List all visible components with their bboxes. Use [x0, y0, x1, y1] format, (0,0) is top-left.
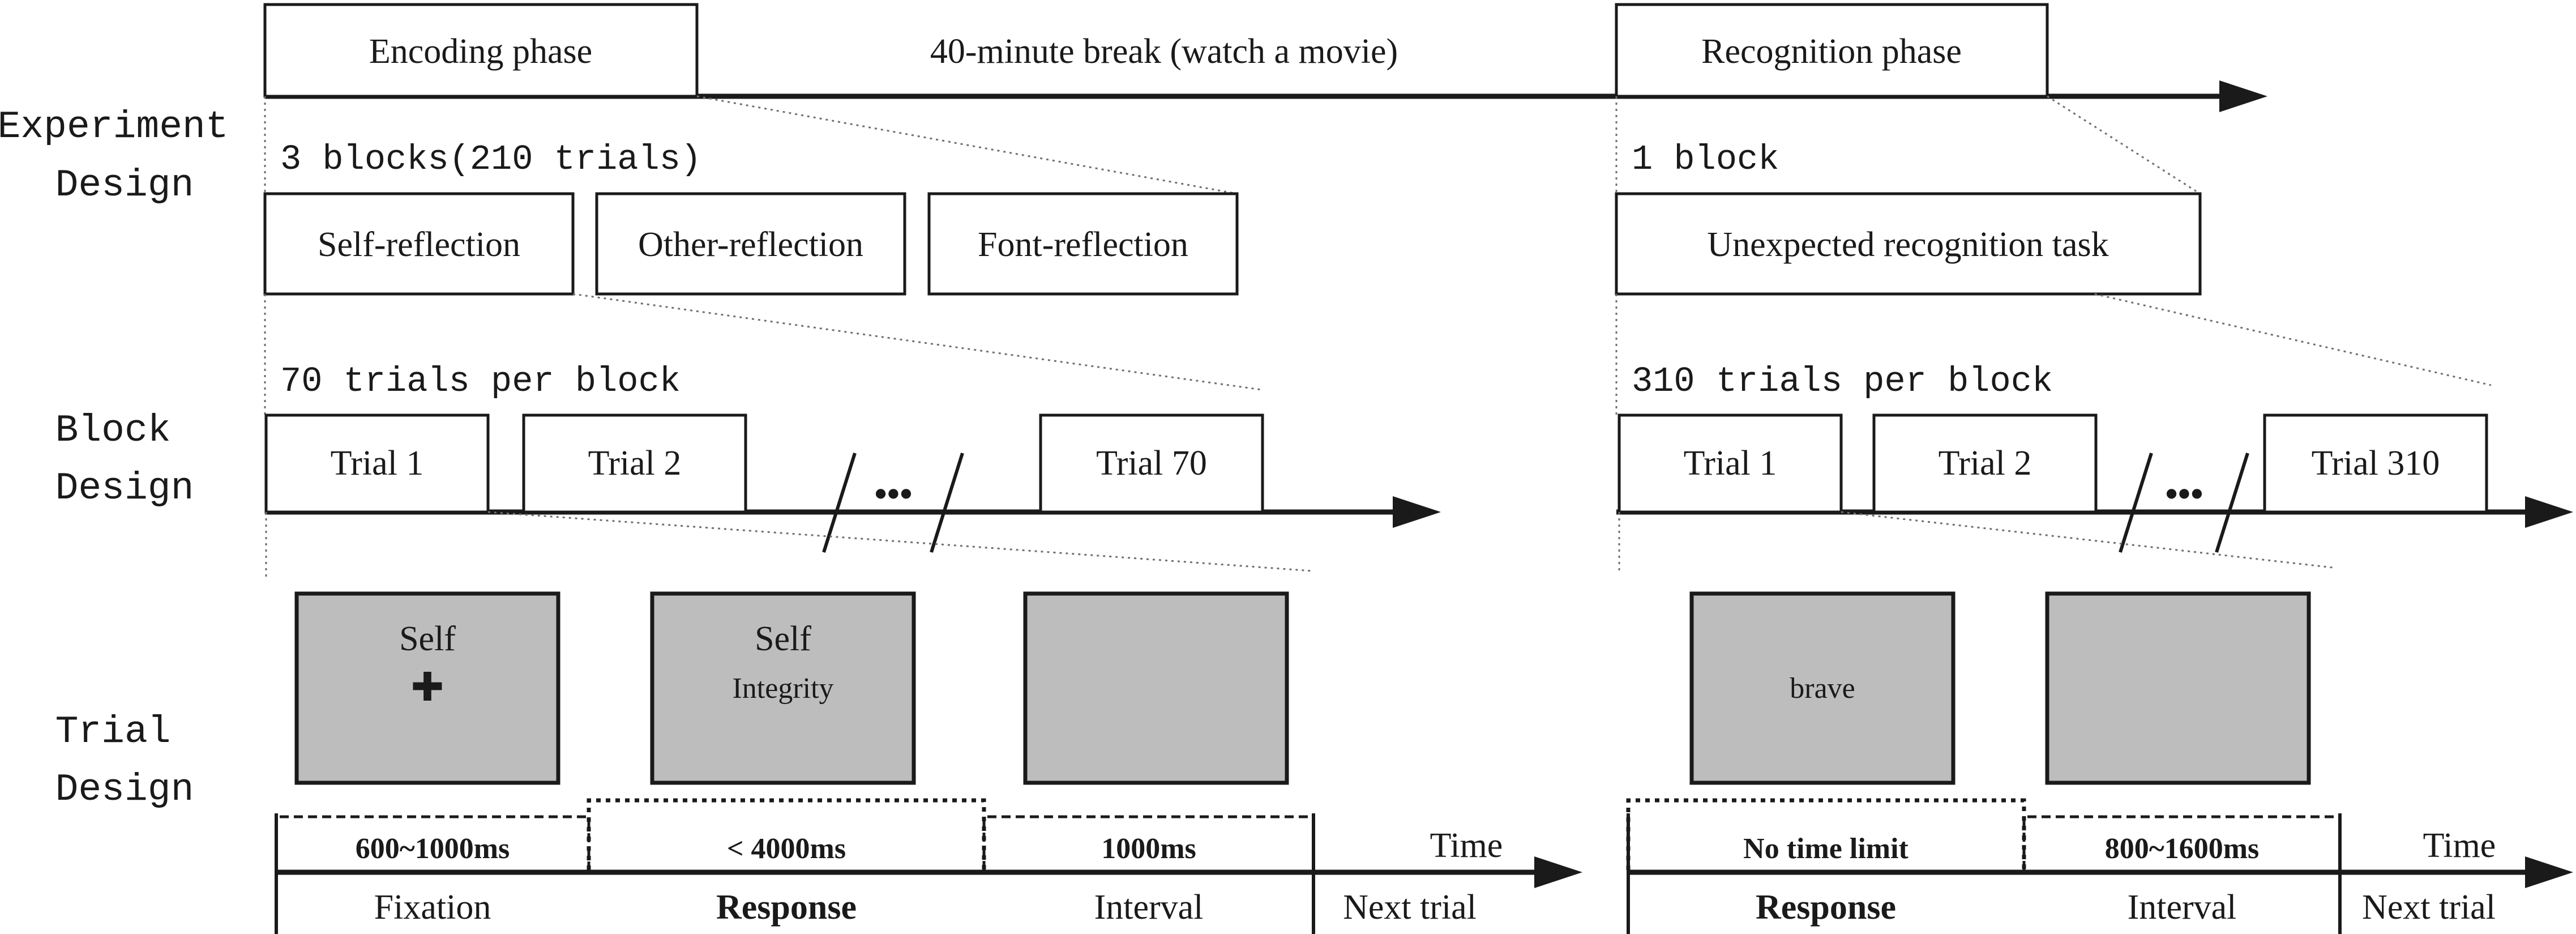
fixation-screen-word: Self [399, 620, 456, 658]
recognition-trials-note: 310 trials per block [1632, 361, 2053, 402]
recognition-interval-screen [2045, 591, 2311, 785]
section-label-block: Block Design [55, 409, 194, 510]
recognition-response-duration: No time limit [1743, 833, 1909, 865]
guide-line [572, 293, 1262, 391]
recognition-response-phase-label: Response [1756, 888, 1896, 927]
interval-duration: 1000ms [1101, 833, 1196, 865]
recognition-trial-1-box [1618, 413, 1843, 514]
guide-line [1841, 511, 2333, 569]
recognition-trial-1-label: Trial 1 [1684, 444, 1777, 483]
recognition-trial-310-box [2263, 413, 2488, 514]
fixation-phase-label: Fixation [374, 888, 491, 927]
interval-screen [1023, 591, 1289, 785]
recognition-trial-2-box [1872, 413, 2098, 514]
other-reflection-block-box [595, 192, 906, 296]
encoding-trial-70-label: Trial 70 [1096, 444, 1207, 483]
recognition-task-label: Unexpected recognition task [1707, 225, 2108, 264]
font-reflection-block-label: Font-reflection [978, 225, 1188, 264]
recognition-task-box [1615, 192, 2202, 296]
fixation-screen [294, 591, 560, 785]
section-label-block-line1: Block [55, 409, 171, 453]
self-reflection-block-label: Self-reflection [318, 225, 520, 264]
guide-line [487, 511, 1313, 572]
axis-break-mark [930, 453, 964, 553]
section-label-block-line2: Design [55, 467, 194, 510]
recognition-blocks-note: 1 block [1632, 139, 1779, 180]
recognition-trial-310-label: Trial 310 [2312, 444, 2440, 483]
interval-duration-bracket [982, 815, 1315, 870]
response-screen-word: Self [755, 620, 811, 658]
trial-ellipsis: ••• [874, 474, 912, 514]
recognition-time-label: Time [2423, 826, 2496, 865]
encoding-block-arrowhead [1393, 496, 1441, 528]
section-label-trial-line1: Trial [55, 710, 171, 754]
recognition-phase-box [1615, 3, 2049, 98]
encoding-phase-box [263, 3, 699, 98]
encoding-trial-2-box [522, 413, 747, 514]
section-label-experiment-line1: Experiment [0, 105, 229, 149]
interval-phase-label: Interval [1094, 888, 1204, 927]
response-screen-trait: Integrity [732, 672, 833, 705]
section-label-trial: Trial Design [55, 710, 194, 812]
encoding-trials-note: 70 trials per block [280, 361, 681, 402]
fixation-cross-icon: ✚ [411, 666, 444, 710]
section-label-experiment-line2: Design [55, 164, 194, 207]
recognition-response-screen [1689, 591, 1955, 785]
recognition-interval-phase-label: Interval [2128, 888, 2237, 927]
axis-break-mark [2215, 453, 2249, 553]
response-phase-label: Response [716, 888, 857, 927]
recognition-interval-duration: 800~1600ms [2105, 833, 2260, 865]
recognition-screen-word: brave [1790, 672, 1855, 705]
encoding-trial-2-label: Trial 2 [588, 444, 682, 483]
encoding-trial-time-arrowhead [1534, 856, 1582, 888]
encoding-phase-label: Encoding phase [369, 32, 592, 71]
self-reflection-block-box [263, 192, 575, 296]
guide-line [696, 95, 1238, 195]
axis-break-mark [2119, 453, 2153, 553]
axis-break-mark [822, 453, 857, 553]
fixation-duration: 600~1000ms [356, 833, 510, 865]
font-reflection-block-box [927, 192, 1239, 296]
section-label-trial-line2: Design [55, 768, 194, 812]
encoding-time-label: Time [1430, 826, 1503, 865]
guide-line [2047, 95, 2201, 195]
response-duration: < 4000ms [727, 833, 846, 865]
experiment-timeline-arrowhead [2219, 80, 2267, 112]
recognition-block-arrowhead [2525, 496, 2573, 528]
recognition-trial-time-arrowhead [2525, 856, 2573, 888]
recognition-phase-label: Recognition phase [1701, 32, 1962, 71]
encoding-trial-1-label: Trial 1 [331, 444, 424, 483]
next-trial-label: Next trial [1343, 888, 1477, 927]
break-label: 40-minute break (watch a movie) [930, 32, 1398, 71]
encoding-trial-1-box [264, 413, 490, 514]
recognition-trial-2-label: Trial 2 [1939, 444, 2032, 483]
recognition-next-trial-label: Next trial [2362, 888, 2496, 927]
response-screen [650, 591, 916, 785]
encoding-blocks-note: 3 blocks(210 trials) [280, 139, 701, 180]
section-label-experiment: Experiment Design [0, 105, 251, 207]
other-reflection-block-label: Other-reflection [638, 225, 863, 264]
encoding-trial-70-box [1039, 413, 1264, 514]
guide-line [2094, 293, 2492, 386]
trial-ellipsis: ••• [2165, 474, 2203, 514]
